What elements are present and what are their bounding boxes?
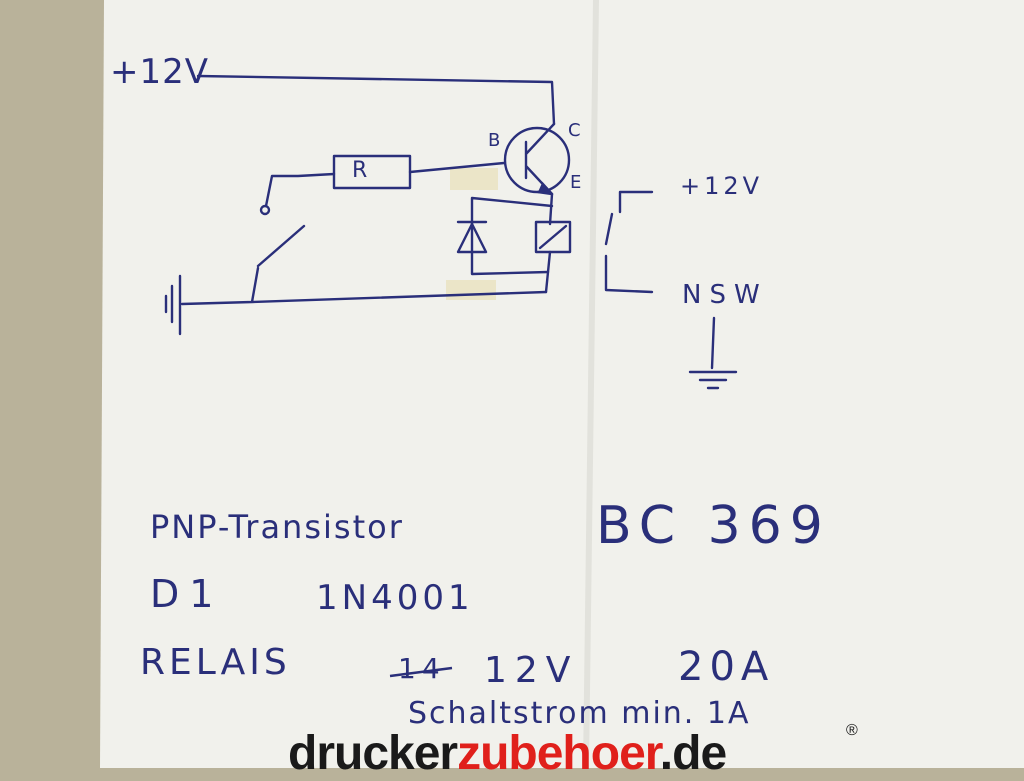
label-collector: C xyxy=(568,120,587,141)
resistor-symbol xyxy=(332,154,412,190)
tape-strip-top xyxy=(450,168,498,190)
note-relay-struck: 14 xyxy=(398,652,446,685)
switch-contact xyxy=(259,204,271,216)
label-supply-right: +12V xyxy=(680,172,764,200)
watermark-part3: .de xyxy=(659,727,727,780)
relay-coil-diagonal xyxy=(538,224,568,250)
relay-switch-contact xyxy=(604,190,654,294)
wire-base xyxy=(408,161,506,174)
label-supply-left: +12V xyxy=(110,52,210,92)
wire-diode-loop xyxy=(470,196,554,276)
paper-sheet xyxy=(100,0,1024,768)
wire-emitter xyxy=(548,192,554,226)
note-transistor-part: BC 369 xyxy=(596,496,831,556)
note-diode-part: 1N4001 xyxy=(316,578,474,618)
label-resistor: R xyxy=(352,158,374,183)
wire-ground-bottom xyxy=(180,266,548,306)
wire-supply-top xyxy=(196,74,556,126)
tape-strip-bottom xyxy=(446,280,496,300)
watermark-part1: drucker xyxy=(288,727,458,780)
watermark-part2: zubehoer xyxy=(457,727,661,780)
diode-symbol xyxy=(456,220,488,254)
relay-coil-symbol xyxy=(534,220,572,254)
ground-symbol-left xyxy=(164,274,182,336)
strike-through xyxy=(389,666,453,678)
wire-resistor-left xyxy=(264,172,336,208)
ground-symbol-right xyxy=(688,370,738,390)
label-output-nsw: NSW xyxy=(682,280,768,310)
note-component-type: PNP-Transistor xyxy=(150,508,404,546)
note-switching-current: Schaltstrom min. 1A xyxy=(408,696,751,731)
note-relay-current: 20A xyxy=(678,644,775,690)
wire-nsw-ground xyxy=(710,316,716,370)
switch-lever xyxy=(256,224,306,268)
registered-mark: ® xyxy=(846,722,858,739)
label-base: B xyxy=(488,130,507,151)
note-relay-voltage: 12V xyxy=(484,650,579,691)
label-emitter: E xyxy=(570,172,588,193)
paper-fold xyxy=(583,0,599,768)
watermark: druckerzubehoer.de xyxy=(288,726,727,781)
note-relay-label: RELAIS xyxy=(140,642,291,683)
note-diode-label: D1 xyxy=(150,572,224,616)
